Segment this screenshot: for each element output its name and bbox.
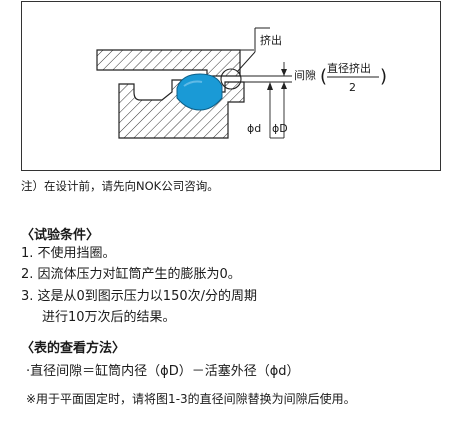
cylinder-wall xyxy=(96,49,241,77)
condition-item-3: 3. 这是从0到图示压力以150次/分的周期 xyxy=(21,289,257,304)
extrusion-label: 挤出 xyxy=(260,33,282,47)
seal-ring xyxy=(176,73,223,111)
paren-left: ( xyxy=(320,66,327,87)
how-to-read-heading: 〈表的查看方法〉 xyxy=(21,341,126,356)
bore-diameter-label: ϕd xyxy=(247,122,261,135)
gap-label: 间隙 xyxy=(294,68,316,82)
diagram-frame: 挤出 ϕd ϕD 间隙 ( 直径挤出 2 ) xyxy=(21,1,441,171)
plane-fixing-remark: ※用于平面固定时，请将图1-3的直径间隙替换为间隙后使用。 xyxy=(26,392,356,406)
paren-right: ) xyxy=(380,66,387,87)
condition-item-2: 2. 因流体压力对缸筒产生的膨胀为0。 xyxy=(21,267,241,282)
design-note: 注）在设计前，请先向NOK公司咨询。 xyxy=(21,179,219,193)
fraction-denominator: 2 xyxy=(349,81,356,94)
condition-item-3-cont: 进行10万次后的结果。 xyxy=(42,310,176,325)
condition-item-1: 1. 不使用挡圈。 xyxy=(21,246,116,261)
rod-diameter-label: ϕD xyxy=(272,122,288,135)
extrusion-circle xyxy=(220,68,242,90)
fraction-numerator: 直径挤出 xyxy=(327,61,371,75)
seal-diagram: 挤出 ϕd ϕD 间隙 ( 直径挤出 2 ) xyxy=(96,27,387,139)
test-conditions-heading: 〈试验条件〉 xyxy=(21,228,100,243)
gap-formula: ·直径间隙＝缸筒内径（ϕD）－活塞外径（ϕd） xyxy=(26,364,300,379)
